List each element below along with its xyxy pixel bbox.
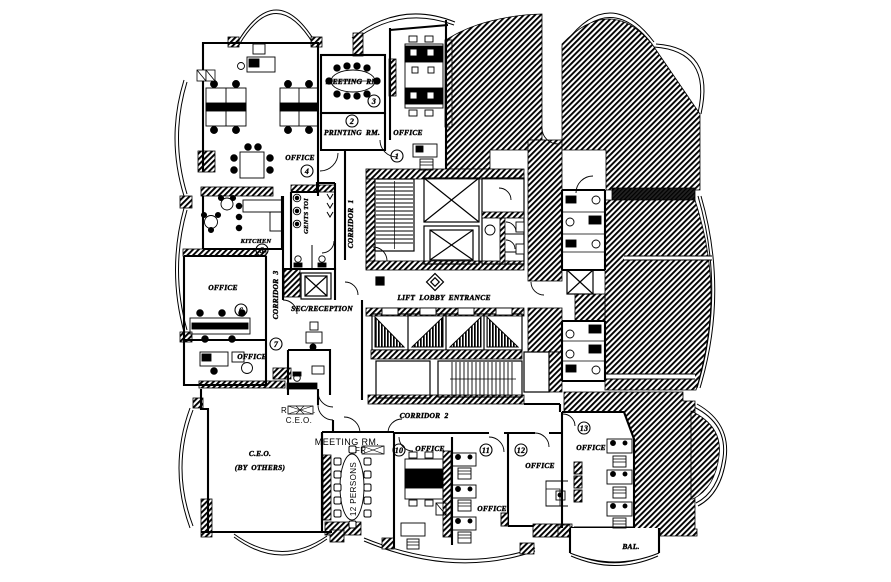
svg-text:MEETING RM: MEETING RM: [325, 77, 379, 86]
svg-text:FR: FR: [355, 446, 366, 455]
svg-text:.: .: [313, 406, 316, 415]
svg-text:3: 3: [371, 97, 376, 106]
svg-text:13: 13: [580, 424, 589, 433]
svg-text:CORRIDOR 2: CORRIDOR 2: [400, 411, 449, 420]
svg-text:SEC/RECEPTION: SEC/RECEPTION: [291, 304, 353, 313]
svg-text:C.E.O.: C.E.O.: [249, 449, 271, 458]
svg-text:GENTS TOI: GENTS TOI: [303, 198, 310, 234]
svg-text:BAL.: BAL.: [621, 542, 639, 551]
svg-text:OFFICE: OFFICE: [576, 443, 606, 452]
svg-text:11: 11: [482, 446, 490, 455]
svg-text:1: 1: [395, 152, 399, 161]
svg-text:PRINTING RM.: PRINTING RM.: [324, 128, 380, 137]
svg-text:KITCHEN: KITCHEN: [240, 238, 272, 245]
svg-text:12: 12: [517, 446, 526, 455]
svg-text:CORRIDOR 1: CORRIDOR 1: [346, 200, 355, 249]
svg-text:OFFICE: OFFICE: [393, 128, 423, 137]
svg-text:R: R: [281, 406, 287, 415]
svg-text:4: 4: [304, 167, 309, 176]
svg-text:LIFT LOBBY ENTRANCE: LIFT LOBBY ENTRANCE: [396, 293, 490, 302]
svg-text:OFFICE: OFFICE: [477, 504, 507, 513]
svg-text:6: 6: [239, 306, 243, 315]
svg-text:2: 2: [349, 117, 354, 126]
svg-text:OFFICE: OFFICE: [415, 444, 445, 453]
svg-text:CORRIDOR 3: CORRIDOR 3: [271, 271, 280, 320]
svg-text:OFFICE: OFFICE: [208, 283, 238, 292]
svg-text:7: 7: [274, 340, 279, 349]
svg-text:MEETING RM.: MEETING RM.: [315, 437, 379, 447]
svg-text:12 PERSONS: 12 PERSONS: [349, 462, 358, 516]
svg-text:OFFICE: OFFICE: [237, 352, 267, 361]
svg-text:OFFICE: OFFICE: [285, 153, 315, 162]
svg-text:OFFICE: OFFICE: [525, 461, 555, 470]
svg-text:10: 10: [395, 446, 404, 455]
svg-text:5: 5: [260, 246, 264, 255]
svg-text:(BY OTHERS): (BY OTHERS): [235, 463, 286, 472]
svg-text:C.E.O.: C.E.O.: [286, 416, 312, 425]
